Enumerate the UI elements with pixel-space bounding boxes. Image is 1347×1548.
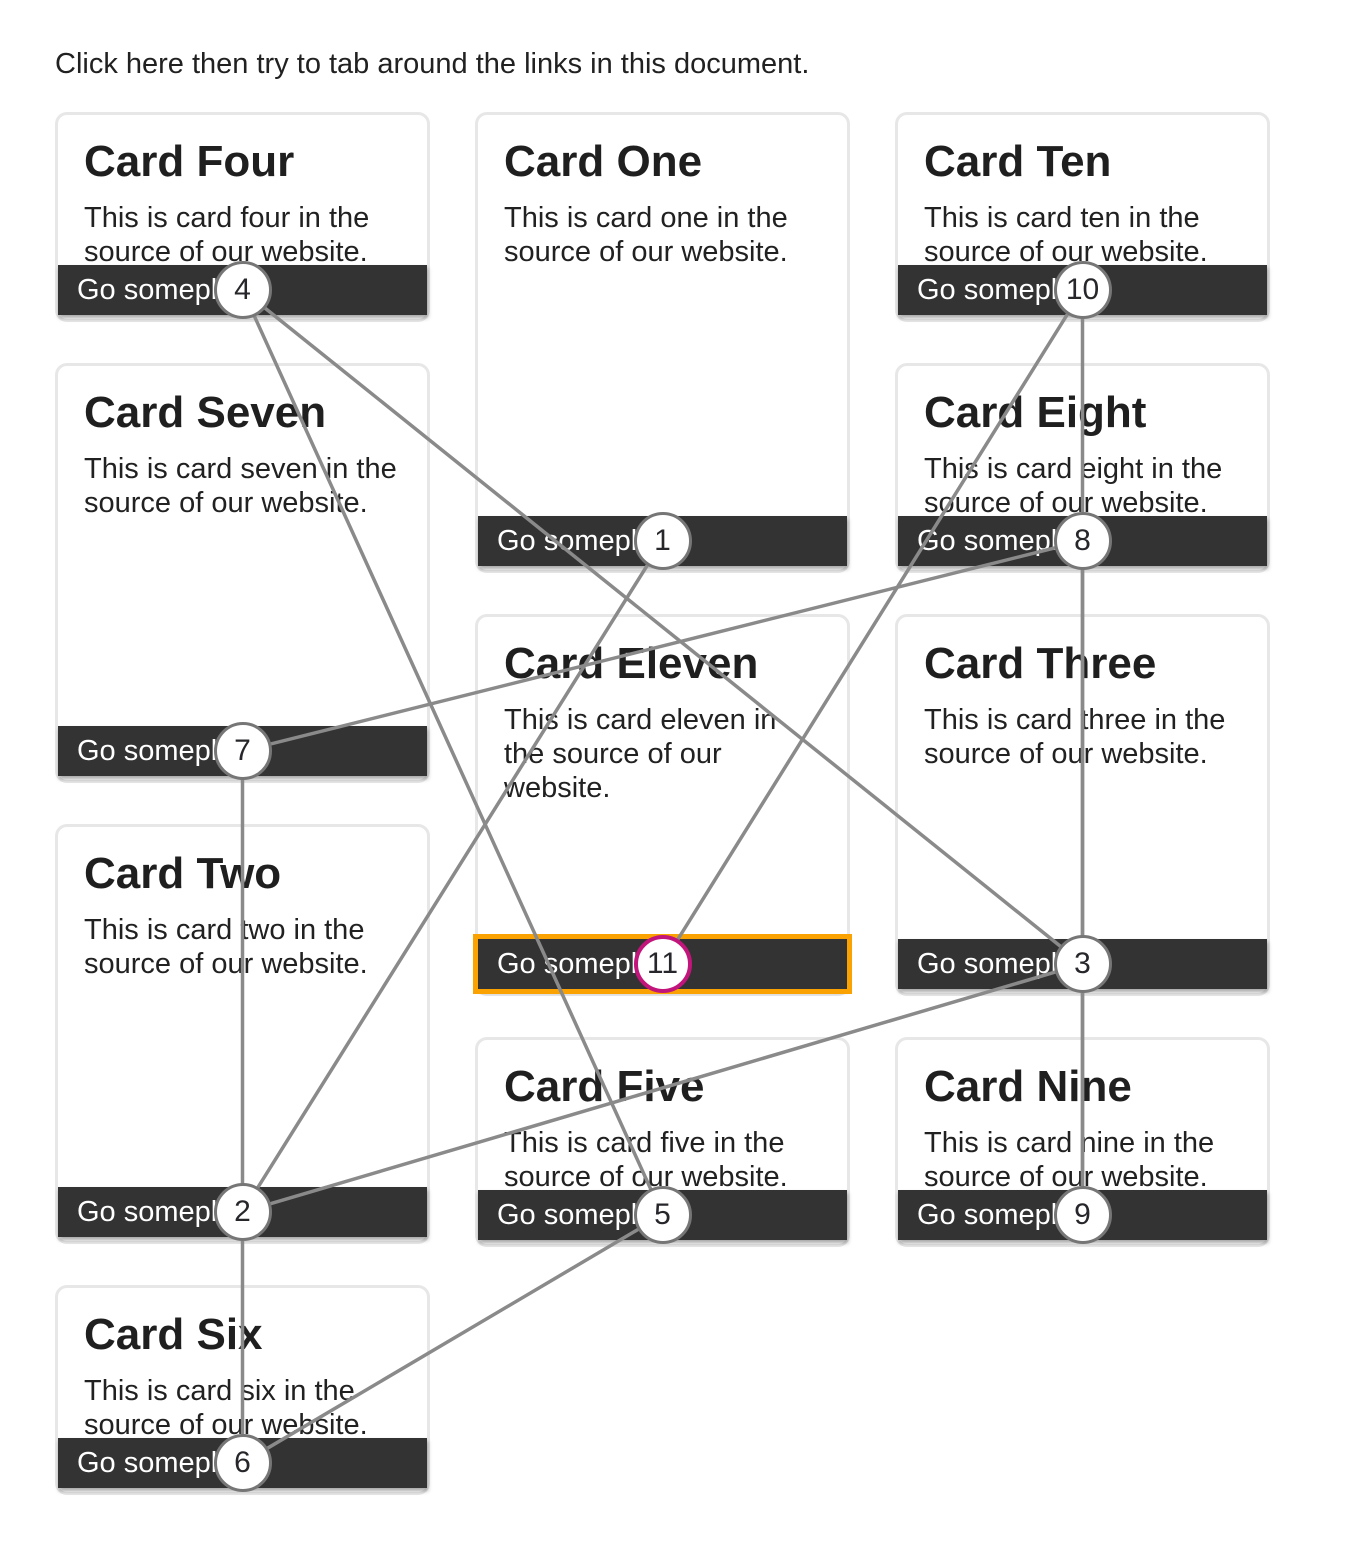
card-description-seven: This is card seven in the source of our … bbox=[84, 453, 397, 519]
tab-stop-circle-11: 11 bbox=[633, 935, 692, 993]
tab-stop-circle-9: 9 bbox=[1053, 1186, 1112, 1244]
content-area: Click here then try to tab around the li… bbox=[55, 48, 1347, 1495]
card-title-eleven: Card Eleven bbox=[504, 639, 759, 688]
tab-stop-number: 11 bbox=[646, 947, 679, 980]
card-title-two: Card Two bbox=[84, 849, 282, 898]
card-description-nine: This is card nine in the source of our w… bbox=[924, 1127, 1215, 1193]
tab-stop-number: 6 bbox=[234, 1446, 251, 1479]
tab-stop-circle-8: 8 bbox=[1053, 512, 1112, 570]
tab-stop-number: 1 bbox=[654, 524, 671, 557]
card-description-ten: This is card ten in the source of our we… bbox=[924, 202, 1208, 268]
card-title-seven: Card Seven bbox=[84, 388, 327, 437]
tab-stop-number: 8 bbox=[1074, 524, 1091, 557]
tab-stop-circle-2: 2 bbox=[213, 1183, 272, 1241]
card-title-one: Card One bbox=[504, 137, 703, 186]
card-title-six: Card Six bbox=[84, 1310, 263, 1359]
tab-stop-number: 10 bbox=[1065, 273, 1100, 306]
card-description-three: This is card three in the source of our … bbox=[924, 704, 1226, 770]
tab-stop-circle-4: 4 bbox=[213, 261, 272, 319]
tab-stop-number: 7 bbox=[234, 734, 251, 767]
tab-stop-number: 3 bbox=[1074, 947, 1091, 980]
card-title-ten: Card Ten bbox=[924, 137, 1112, 186]
card-description-eight: This is card eight in the source of our … bbox=[924, 453, 1223, 519]
card-title-four: Card Four bbox=[84, 137, 295, 186]
instruction-text[interactable]: Click here then try to tab around the li… bbox=[55, 48, 810, 80]
tab-stop-circle-5: 5 bbox=[633, 1186, 692, 1244]
card-title-eight: Card Eight bbox=[924, 388, 1147, 437]
tab-stop-number: 9 bbox=[1074, 1198, 1091, 1231]
tab-stop-circle-6: 6 bbox=[213, 1434, 272, 1492]
tab-stop-circle-10: 10 bbox=[1053, 261, 1112, 319]
card-description-one: This is card one in the source of our we… bbox=[504, 202, 788, 268]
card-title-three: Card Three bbox=[924, 639, 1157, 688]
tab-stop-circle-7: 7 bbox=[213, 722, 272, 780]
card-description-four: This is card four in the source of our w… bbox=[84, 202, 370, 268]
tab-stop-number: 2 bbox=[234, 1195, 251, 1228]
card-description-two: This is card two in the source of our we… bbox=[84, 914, 368, 980]
card-title-five: Card Five bbox=[504, 1062, 705, 1111]
card-title-nine: Card Nine bbox=[924, 1062, 1132, 1111]
card-description-six: This is card six in the source of our we… bbox=[84, 1375, 368, 1441]
card-description-eleven: This is card eleven in the source of our… bbox=[504, 704, 777, 804]
tab-stop-number: 4 bbox=[234, 273, 251, 306]
tab-stop-circle-3: 3 bbox=[1053, 935, 1112, 993]
tab-stop-number: 5 bbox=[654, 1198, 671, 1231]
tab-stop-circle-1: 1 bbox=[633, 512, 692, 570]
card-description-five: This is card five in the source of our w… bbox=[504, 1127, 788, 1193]
